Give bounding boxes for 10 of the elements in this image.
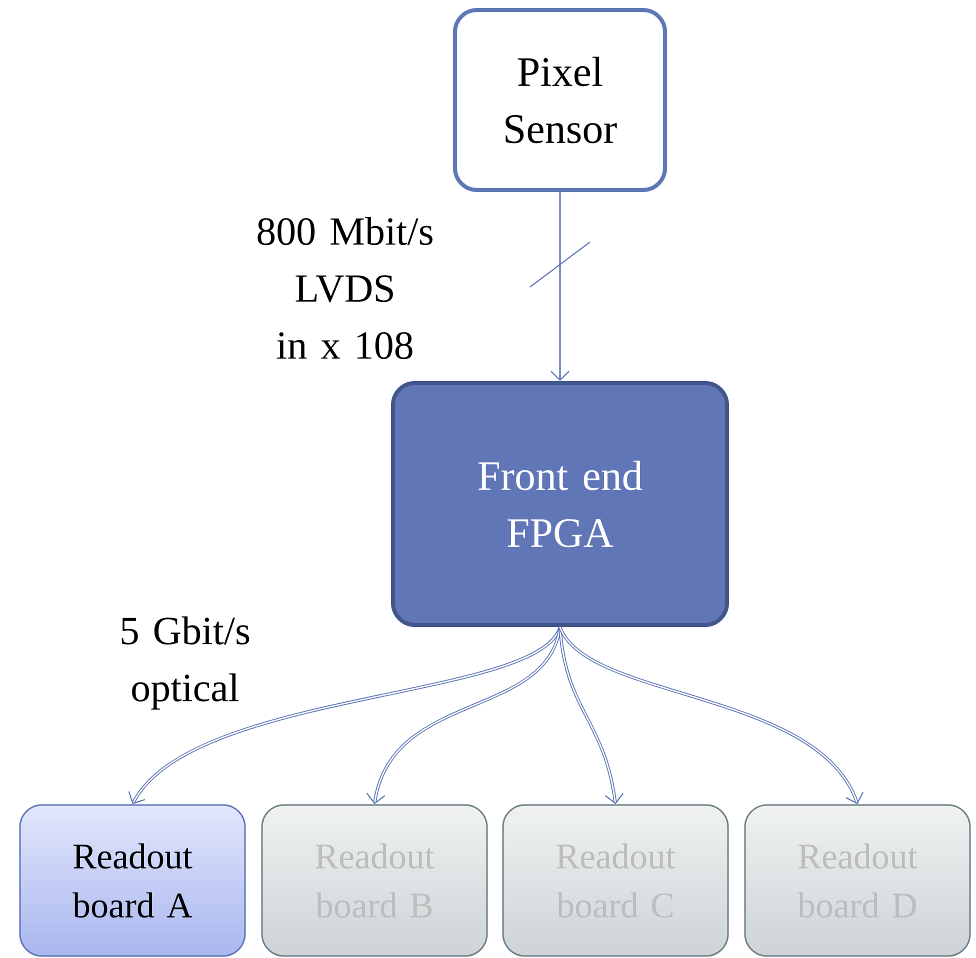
fpga-box: Front end FPGA (391, 381, 729, 627)
board-box: Readout board A (19, 804, 246, 957)
edge-label: 800 Mbit/s LVDS in x 108 (258, 216, 432, 360)
arrow (550, 192, 570, 381)
edge-label: 5 Gbit/s optical (122, 616, 250, 710)
arrow (366, 626, 562, 804)
sensor-box: Pixel Sensor (453, 8, 667, 192)
arrow (128, 626, 562, 804)
arrow (558, 626, 864, 804)
arrow (558, 626, 624, 804)
